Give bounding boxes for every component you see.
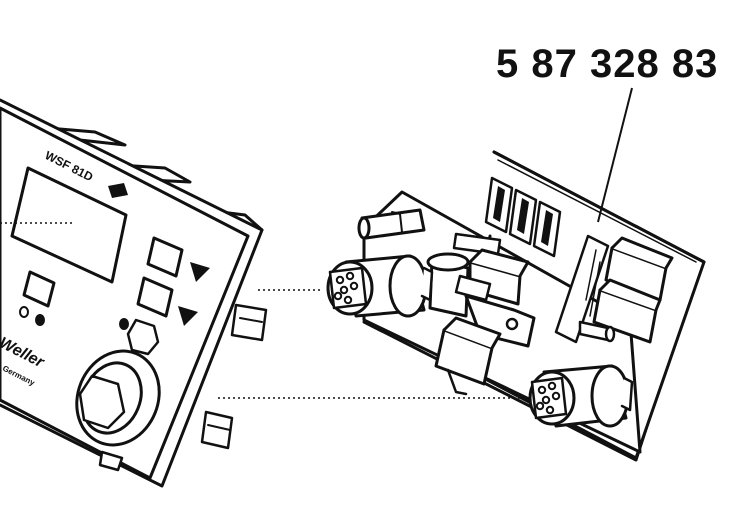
callout-leader — [597, 87, 633, 223]
seven-segment-display — [484, 176, 562, 258]
down-button — [136, 276, 174, 318]
triangle-up-icon — [190, 262, 210, 282]
assembly-lines — [0, 222, 528, 399]
front-panel — [0, 98, 268, 488]
triangle-right-icon — [178, 306, 198, 326]
left-button — [22, 270, 56, 308]
connector-pins-icon — [333, 271, 561, 415]
up-button — [146, 236, 184, 278]
part-number-label: 5 87 328 83 — [496, 42, 719, 86]
led-indicator — [35, 314, 45, 326]
upper-socket — [326, 254, 434, 318]
circuit-board — [326, 150, 706, 462]
panel-display — [10, 166, 128, 284]
